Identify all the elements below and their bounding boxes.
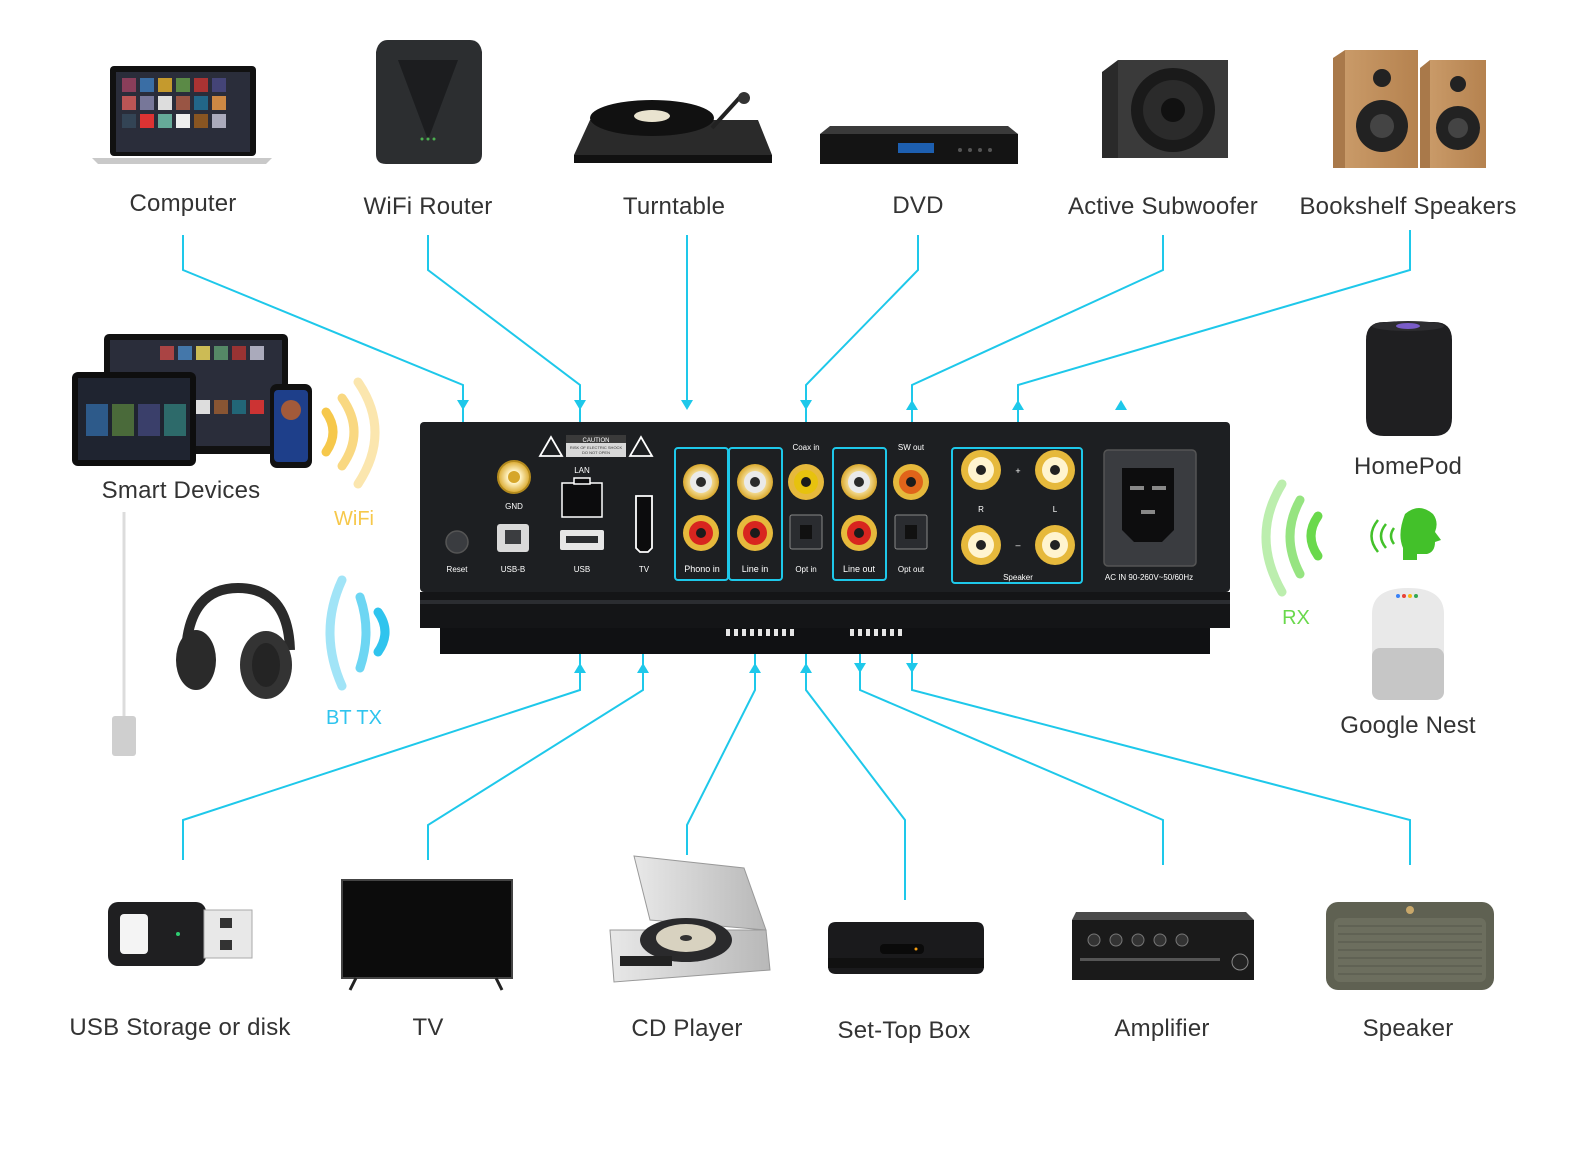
bt-tx-label: BT TX	[326, 707, 382, 729]
arrow-down-speaker	[906, 663, 918, 673]
wifi-label: WiFi	[334, 508, 374, 530]
vent-slots	[726, 629, 902, 636]
bookshelf-speakers-image	[1333, 50, 1486, 168]
speaker-port-label: Speaker	[1003, 573, 1033, 582]
arrow-up-bookshelf	[1012, 400, 1024, 410]
hdmi-tv-port	[635, 495, 653, 553]
wifi-waves-icon	[321, 377, 380, 489]
usb-storage-label: USB Storage or disk	[69, 1014, 291, 1041]
rx-waves-icon	[1261, 479, 1323, 597]
headphones-image	[176, 582, 295, 699]
arrow-up-usb	[574, 663, 586, 673]
lan-port	[561, 482, 603, 518]
cd-player-label: CD Player	[631, 1015, 743, 1042]
set-top-box-image	[828, 922, 984, 974]
speaker-image	[1326, 902, 1494, 990]
warning-triangle-icon-2	[628, 435, 654, 457]
line-out-label: Line out	[843, 564, 876, 574]
opt-out-label: Opt out	[898, 565, 925, 574]
svg-text:CAUTION: CAUTION	[583, 438, 610, 444]
active-subwoofer-label: Active Subwoofer	[1068, 193, 1258, 220]
dvd-label: DVD	[892, 192, 944, 219]
l-label: L	[1053, 505, 1058, 514]
minus-label: –	[1015, 540, 1020, 550]
speaker-terminal-box	[951, 447, 1083, 584]
arrow-down-dvd	[800, 400, 812, 410]
arrow-up-cd	[749, 663, 761, 673]
lan-label: LAN	[574, 466, 590, 475]
google-nest-image	[1372, 588, 1444, 700]
bookshelf-speakers-label: Bookshelf Speakers	[1299, 193, 1517, 220]
amplifier-label: Amplifier	[1114, 1015, 1210, 1042]
usb-storage-image	[108, 902, 253, 966]
ac-in-label: AC IN 90-260V~50/60Hz	[1105, 573, 1193, 582]
tv-port-label: TV	[639, 565, 650, 574]
line-in-label: Line in	[742, 564, 769, 574]
svg-text:RISK OF ELECTRIC SHOCK: RISK OF ELECTRIC SHOCK	[570, 445, 623, 450]
turntable-image	[574, 92, 772, 163]
voice-speaking-icon	[1370, 508, 1441, 560]
arrow-down-wifi	[574, 400, 586, 410]
computer-label: Computer	[129, 190, 237, 217]
line-in-box	[728, 447, 783, 581]
usb-cable-image	[112, 512, 136, 756]
line-bookshelf	[1017, 230, 1411, 448]
arrow-up-ac	[1115, 400, 1127, 410]
tv-image	[341, 879, 513, 991]
bluetooth-waves-icon	[325, 575, 390, 691]
turntable-label: Turntable	[622, 193, 726, 220]
smart-devices-label: Smart Devices	[101, 477, 261, 504]
warning-triangle-icon	[538, 435, 564, 457]
sw-out-label: SW out	[898, 443, 925, 452]
usb-label: USB	[574, 565, 590, 574]
amplifier-image	[1072, 912, 1254, 980]
opt-in-label: Opt in	[795, 565, 816, 574]
active-subwoofer-image	[1102, 60, 1228, 158]
set-top-box-label: Set-Top Box	[837, 1017, 971, 1044]
coax-in-label: Coax in	[792, 443, 819, 452]
speaker-label: Speaker	[1362, 1015, 1454, 1042]
caution-sticker: CAUTION RISK OF ELECTRIC SHOCK DO NOT OP…	[538, 435, 654, 457]
r-label: R	[978, 505, 984, 514]
arrow-down-computer	[457, 400, 469, 410]
arrow-up-subwoofer	[906, 400, 918, 410]
tv-label: TV	[412, 1014, 444, 1041]
arrow-up-settop	[800, 663, 812, 673]
wifi-router-label: WiFi Router	[363, 193, 493, 220]
arrow-up-tv	[637, 663, 649, 673]
google-nest-label: Google Nest	[1340, 712, 1476, 739]
arrow-markers	[457, 400, 1127, 673]
phono-in-label: Phono in	[684, 564, 720, 574]
arrow-down-amplifier	[854, 663, 866, 673]
smart-devices-image	[72, 334, 312, 468]
line-out-box	[832, 447, 887, 581]
wifi-router-image	[376, 40, 482, 164]
homepod-image	[1366, 321, 1452, 436]
rx-label: RX	[1282, 607, 1310, 629]
svg-text:DO NOT OPEN: DO NOT OPEN	[582, 450, 610, 455]
plus-label: +	[1015, 466, 1020, 476]
gnd-label: GND	[505, 502, 523, 511]
reset-button	[445, 530, 469, 554]
cd-player-image	[609, 855, 771, 983]
streamer-back-panel: Reset GND USB-B CAUTION RISK OF ELECTRIC…	[420, 422, 1230, 654]
arrow-down-turntable	[681, 400, 693, 410]
dvd-player-image	[820, 126, 1018, 164]
homepod-label: HomePod	[1353, 453, 1463, 480]
usb-b-label: USB-B	[501, 565, 525, 574]
computer-laptop-image	[92, 66, 272, 164]
reset-label: Reset	[447, 565, 469, 574]
